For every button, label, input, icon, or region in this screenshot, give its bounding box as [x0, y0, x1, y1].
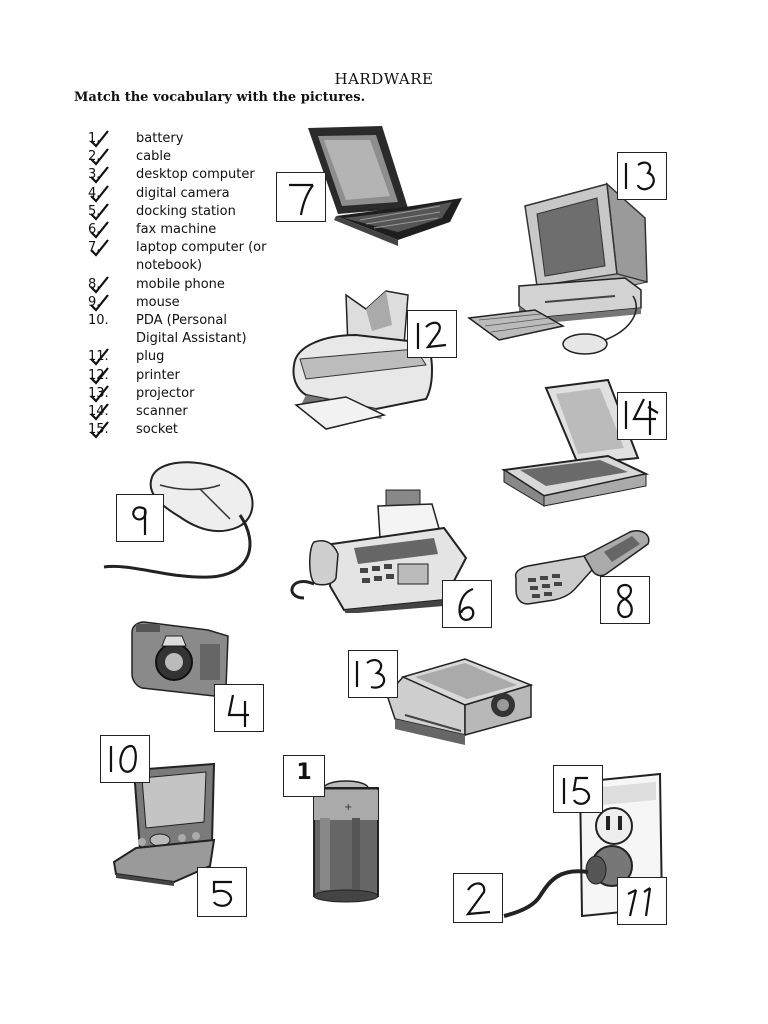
- vocab-term: cable: [136, 149, 171, 165]
- check-mark-icon: [90, 348, 109, 367]
- mouse-illustration: [103, 461, 254, 579]
- vocab-term: mobile phone: [136, 276, 225, 292]
- answer-box-docking[interactable]: [197, 867, 247, 917]
- vocab-item: 5.docking station: [88, 203, 288, 221]
- vocab-number: 15.: [88, 421, 136, 439]
- fax-machine-illustration: [290, 489, 468, 613]
- vocab-term: mouse: [136, 294, 180, 310]
- vocab-item: 3.desktop computer: [88, 166, 288, 185]
- vocab-item: 6.fax machine: [88, 221, 288, 239]
- check-mark-icon: [90, 166, 109, 185]
- pda-illustration: [112, 762, 216, 886]
- scanner-illustration: [501, 378, 650, 507]
- instruction: Match the vocabulary with the pictures.: [74, 90, 366, 105]
- vocab-term: plug: [136, 349, 165, 365]
- vocab-term: notebook): [136, 258, 203, 274]
- check-mark-icon: [90, 221, 109, 239]
- answer-box-pda[interactable]: [100, 735, 150, 783]
- vocab-term: scanner: [136, 404, 188, 420]
- vocab-term: Digital Assistant): [136, 331, 247, 347]
- vocab-number: 6.: [88, 221, 136, 239]
- page-title: HARDWARE: [334, 70, 434, 88]
- check-mark-icon: [90, 130, 109, 148]
- answer-box-phone[interactable]: [600, 576, 650, 624]
- vocab-term: fax machine: [136, 222, 217, 238]
- answer-box-mouse[interactable]: [116, 494, 164, 542]
- vocab-number: 3.: [88, 166, 136, 185]
- vocab-number: 14.: [88, 403, 136, 421]
- answer-box-printer[interactable]: [407, 310, 457, 358]
- vocab-term: desktop computer: [136, 167, 255, 183]
- vocab-item: 15.socket: [88, 421, 288, 439]
- check-mark-icon: [90, 148, 109, 166]
- laptop-illustration: [308, 126, 462, 246]
- vocab-number: 12.: [88, 366, 136, 385]
- vocab-term: socket: [136, 422, 179, 438]
- vocab-term: digital camera: [136, 185, 230, 201]
- vocab-item: 10. PDA (Personal: [88, 312, 288, 330]
- vocab-item: Digital Assistant): [88, 330, 288, 348]
- answer-box-camera[interactable]: [214, 684, 264, 732]
- vocab-number: [88, 330, 136, 348]
- vocab-number: 4.: [88, 184, 136, 203]
- check-mark-icon: [90, 239, 109, 257]
- vocab-number: 11.: [88, 348, 136, 367]
- vocab-term: projector: [136, 385, 195, 401]
- check-mark-icon: [90, 366, 109, 385]
- vocab-number: 9.: [88, 294, 136, 312]
- vocab-term: laptop computer (or: [136, 240, 267, 256]
- answer-box-plug[interactable]: [617, 877, 667, 925]
- answer-box-scanner[interactable]: [617, 392, 667, 440]
- vocab-number: 13.: [88, 385, 136, 403]
- vocab-item: 14.scanner: [88, 403, 288, 421]
- printer-illustration: [292, 290, 433, 430]
- vocab-number: 10.: [88, 313, 109, 329]
- vocab-item: 1.battery: [88, 130, 288, 148]
- answer-box-cable[interactable]: [453, 873, 503, 923]
- vocab-number: 7.: [88, 239, 136, 257]
- projector-illustration: [386, 658, 534, 745]
- vocab-number: 1.: [88, 130, 136, 148]
- answer-box-laptop[interactable]: [276, 172, 326, 222]
- vocab-number: 5.: [88, 203, 136, 221]
- mobile-phone-illustration: [514, 530, 650, 605]
- answer-battery-text: 1: [296, 760, 312, 785]
- vocab-item: 9.mouse: [88, 294, 288, 312]
- answer-box-battery[interactable]: 1: [283, 755, 325, 797]
- battery-illustration: +: [313, 780, 379, 903]
- vocab-number: 8.: [88, 275, 136, 294]
- vocab-item: 8.mobile phone: [88, 275, 288, 294]
- check-mark-icon: [90, 421, 109, 439]
- vocab-number: 2.: [88, 148, 136, 166]
- vocab-item: notebook): [88, 257, 288, 275]
- vocab-term: PDA (Personal: [136, 313, 227, 329]
- check-mark-icon: [90, 203, 109, 221]
- check-mark-icon: [90, 294, 109, 312]
- check-mark-icon: [90, 184, 109, 203]
- vocab-number: [88, 257, 136, 275]
- vocab-item: 2.cable: [88, 148, 288, 166]
- check-mark-icon: [90, 385, 109, 403]
- answer-box-socket[interactable]: [553, 765, 603, 813]
- answer-box-desktop[interactable]: [617, 152, 667, 200]
- answer-box-fax[interactable]: [442, 580, 492, 628]
- desktop-computer-illustration: [467, 182, 648, 355]
- vocab-item: 7.laptop computer (or: [88, 239, 288, 257]
- vocab-term: battery: [136, 131, 184, 146]
- svg-text:+: +: [344, 802, 352, 813]
- vocab-term: printer: [136, 367, 180, 383]
- check-mark-icon: [90, 403, 109, 421]
- vocab-term: docking station: [136, 203, 236, 219]
- vocab-item: 12.printer: [88, 366, 288, 385]
- check-mark-icon: [90, 275, 109, 294]
- vocab-item: 4.digital camera: [88, 184, 288, 203]
- vocab-item: 13.projector: [88, 385, 288, 403]
- vocab-item: 11.plug: [88, 348, 288, 367]
- digital-camera-illustration: [131, 621, 229, 697]
- answer-box-projector[interactable]: [348, 650, 398, 698]
